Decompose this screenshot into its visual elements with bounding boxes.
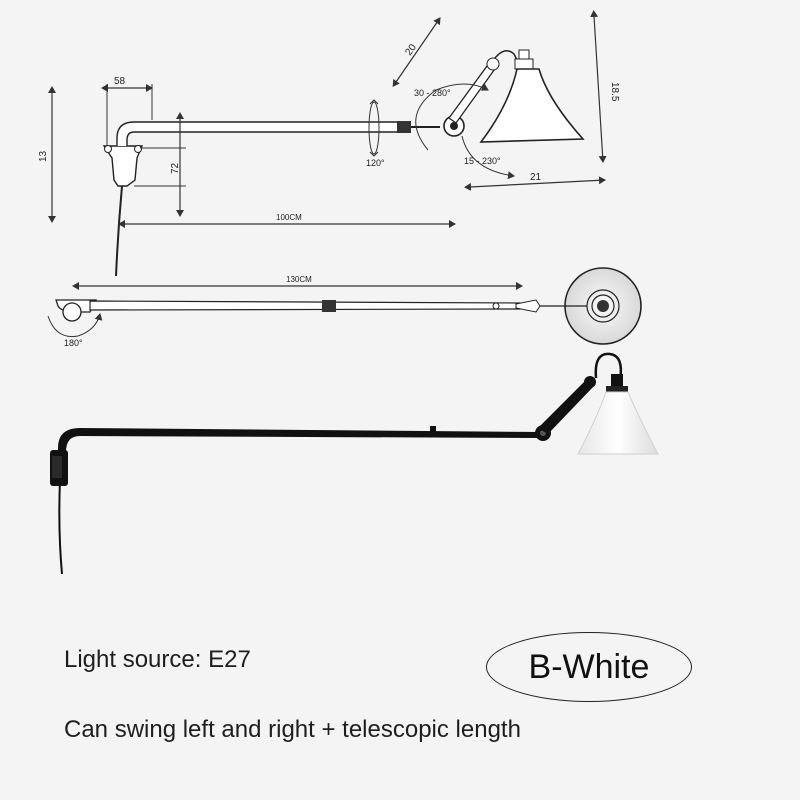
top-view-drawing — [47, 267, 642, 345]
dim-20: 20 — [403, 42, 419, 58]
dim-15-230: 15 - 230° — [464, 156, 501, 166]
dim-130cm: 130CM — [286, 275, 312, 284]
dim-30-280: 30 - 280° — [414, 88, 451, 98]
shade-outline — [479, 68, 585, 143]
dim-72: 72 — [170, 162, 181, 174]
dimension-lines — [48, 10, 607, 228]
dim-120: 120° — [366, 158, 385, 168]
side-arm — [116, 121, 401, 146]
dim-58: 58 — [114, 76, 126, 87]
variant-label: B-White — [528, 647, 650, 686]
power-cord-side — [115, 185, 123, 277]
top-arm — [89, 300, 521, 311]
side-view-drawing — [102, 49, 585, 277]
light-source-label: Light source: E27 — [64, 646, 251, 673]
dim-13: 13 — [38, 150, 49, 162]
lamp-product-image — [50, 352, 659, 575]
feature-label: Can swing left and right + telescopic le… — [64, 716, 521, 743]
dim-180: 180° — [64, 338, 83, 348]
dim-21: 21 — [530, 172, 542, 183]
lamp-shade — [577, 391, 659, 455]
dim-100cm: 100CM — [276, 213, 302, 222]
dim-18-5: 18.5 — [609, 82, 620, 102]
power-cord — [58, 479, 63, 575]
lamp-arm — [58, 428, 540, 452]
variant-badge: B-White — [486, 632, 692, 702]
